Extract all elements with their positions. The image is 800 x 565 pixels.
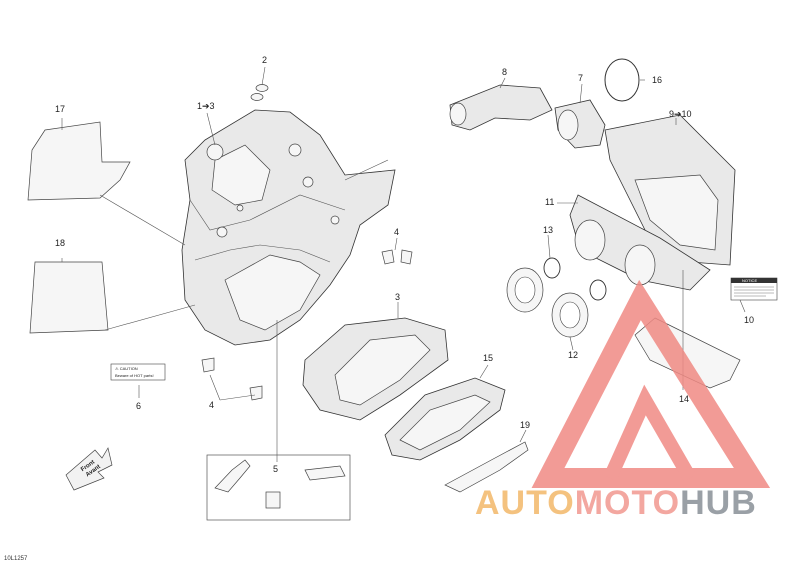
callout-13: 13 xyxy=(543,225,553,235)
part-17-sheet xyxy=(27,121,131,201)
callout-16: 16 xyxy=(652,75,662,85)
notice-label: NOTICE xyxy=(730,277,778,301)
callout-9-10: 9➔10 xyxy=(669,109,692,119)
watermark-hub: HUB xyxy=(680,484,757,522)
part-16-oring xyxy=(604,58,640,102)
part-5-box xyxy=(206,454,351,521)
callout-1-3: 1➔3 xyxy=(197,101,215,111)
callout-6: 6 xyxy=(136,401,141,411)
notice-label-title: NOTICE xyxy=(742,278,757,283)
callout-19: 19 xyxy=(520,420,530,430)
watermark-auto: AUTO xyxy=(475,484,575,522)
callout-4b: 4 xyxy=(209,400,214,410)
watermark-moto: MOTO xyxy=(574,484,681,522)
diagram-code: 10L1257 xyxy=(4,556,28,562)
part-13-clamps xyxy=(543,257,607,301)
airbox-body xyxy=(181,109,396,346)
callout-10: 10 xyxy=(744,315,754,325)
front-arrow: Front Avant xyxy=(65,447,113,491)
watermark-logo xyxy=(531,279,771,488)
callout-8: 8 xyxy=(502,67,507,77)
part-5-clips xyxy=(214,459,346,509)
part-19-gasket xyxy=(444,441,529,493)
callout-3: 3 xyxy=(395,292,400,302)
part-2-grommets xyxy=(250,84,269,101)
part-12-couplers xyxy=(506,267,589,338)
part-15-filter xyxy=(384,377,506,461)
caution-label-line2: Beware of HOT parts! xyxy=(115,373,154,378)
part-18-sheet xyxy=(29,261,109,334)
part-4-clips xyxy=(201,249,413,401)
callout-17: 17 xyxy=(55,104,65,114)
callout-14: 14 xyxy=(679,394,689,404)
part-8-intake-duct xyxy=(449,84,553,131)
watermark-text: AUTOMOTOHUB xyxy=(475,484,757,523)
callout-11: 11 xyxy=(545,197,554,207)
callout-7: 7 xyxy=(578,73,583,83)
callout-4a: 4 xyxy=(394,227,399,237)
callout-15: 15 xyxy=(483,353,493,363)
part-11-bracket xyxy=(569,194,711,291)
caution-label-line1: ⚠ CAUTION xyxy=(115,366,138,371)
caution-label: ⚠ CAUTION Beware of HOT parts! xyxy=(110,363,166,381)
part-3-filter-frame xyxy=(302,317,449,421)
callouts: 17 18 1➔3 2 4 3 6 4 5 15 19 8 7 16 9➔10 … xyxy=(4,55,754,562)
part-7-adapter xyxy=(554,99,606,149)
callout-12: 12 xyxy=(568,350,578,360)
callout-5: 5 xyxy=(273,464,278,474)
callout-2: 2 xyxy=(262,55,267,65)
callout-18: 18 xyxy=(55,238,65,248)
